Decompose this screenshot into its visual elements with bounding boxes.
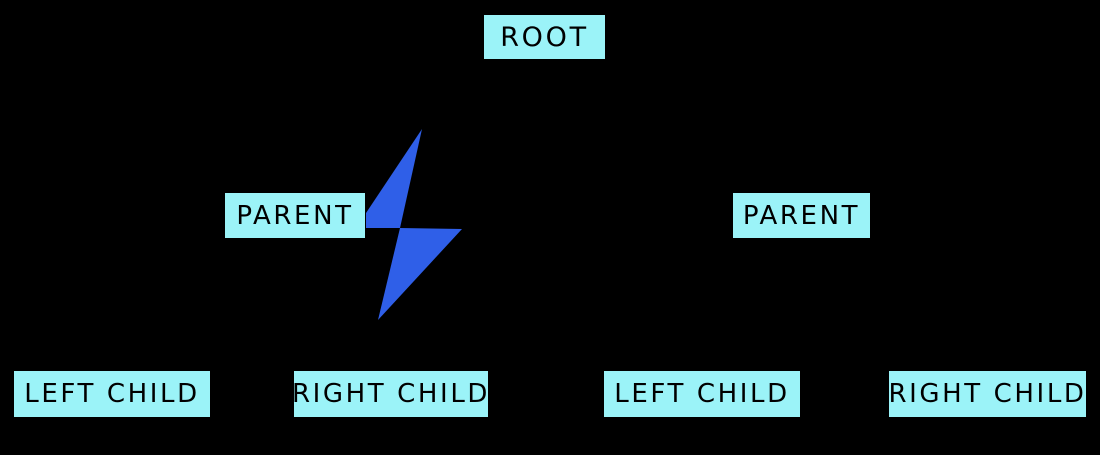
tree-node-right-child-1[interactable]: RIGHT CHILD	[291, 371, 491, 417]
lightning-bolt-cursor-lower	[378, 228, 462, 320]
tree-node-left-child-1[interactable]: LEFT CHILD	[14, 371, 210, 417]
tree-node-label: LEFT CHILD	[24, 379, 200, 409]
tree-node-right-child-2[interactable]: RIGHT CHILD	[888, 371, 1087, 417]
tree-node-root[interactable]: ROOT	[484, 15, 605, 59]
tree-node-label: ROOT	[500, 21, 589, 53]
lightning-bolt-cursor-upper	[366, 129, 422, 228]
tree-node-label: RIGHT CHILD	[888, 379, 1087, 409]
tree-node-label: LEFT CHILD	[614, 379, 790, 409]
tree-node-label: PARENT	[742, 200, 861, 231]
tree-node-label: RIGHT CHILD	[291, 379, 491, 409]
tree-node-left-child-2[interactable]: LEFT CHILD	[604, 371, 800, 417]
tree-node-label: PARENT	[236, 200, 354, 231]
tree-node-parent-left[interactable]: PARENT	[225, 193, 365, 238]
tree-node-parent-right[interactable]: PARENT	[733, 193, 870, 238]
